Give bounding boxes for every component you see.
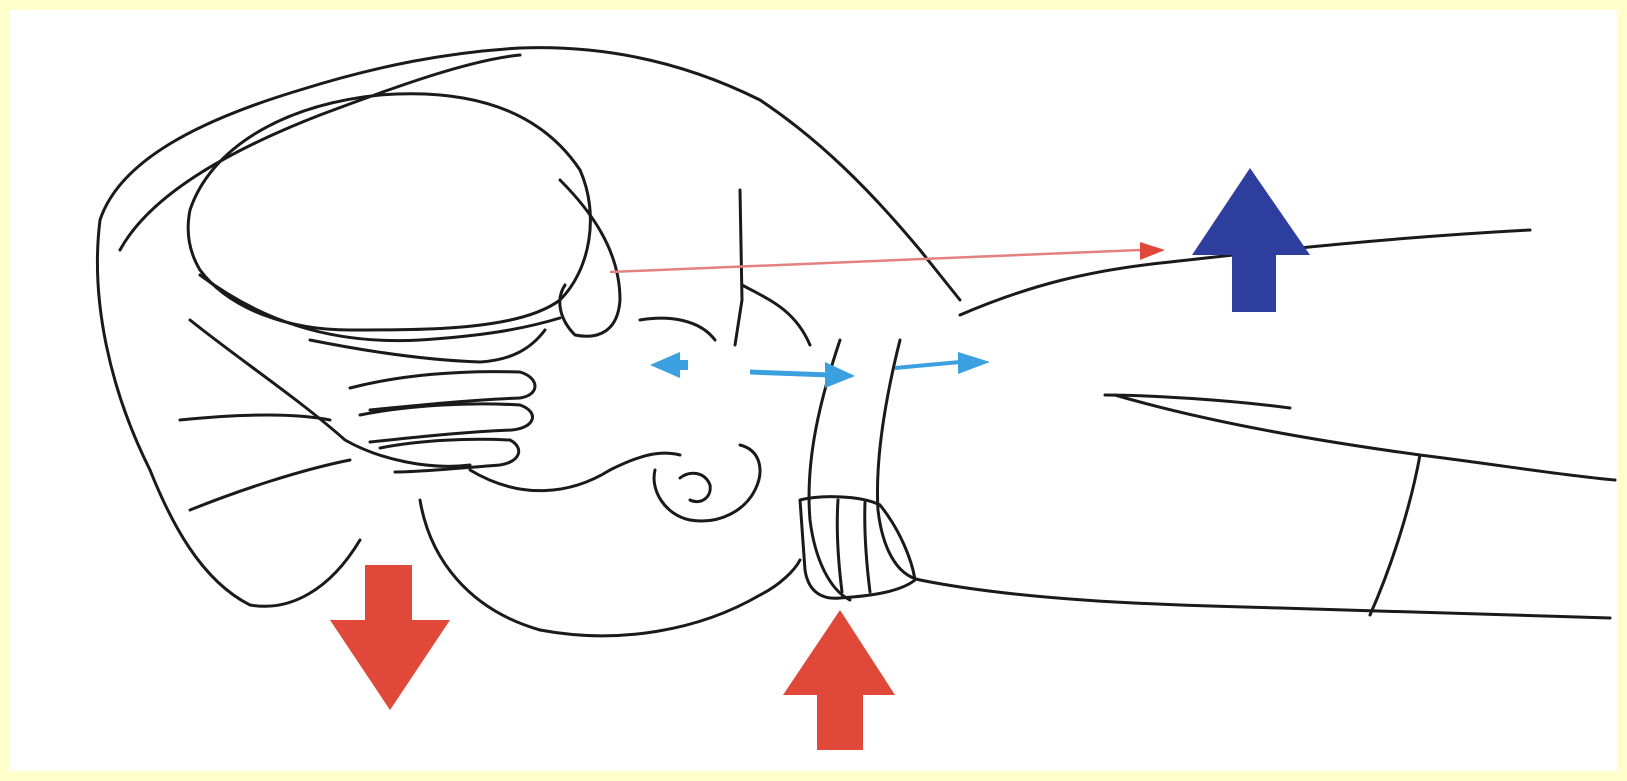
cranium-dome: [188, 94, 590, 330]
maxilla-line: [310, 330, 545, 362]
cervical-back: [877, 340, 920, 580]
jaw-up-arrow: [783, 610, 895, 750]
palm-line: [180, 415, 330, 420]
ear-inner: [680, 473, 710, 501]
lower-hand-outline: [800, 497, 915, 599]
torso-bottom: [920, 580, 1610, 618]
finger-2: [360, 404, 532, 442]
head-outline: [97, 48, 960, 470]
lower-hand-finger-b: [865, 502, 870, 592]
palate-line: [640, 318, 715, 340]
sightline-arrow: [610, 242, 1165, 272]
arm-lower-line: [1115, 395, 1615, 480]
lower-hand-finger-a: [837, 500, 842, 592]
ear-outline: [654, 445, 760, 521]
occiput-contour: [150, 470, 360, 606]
maxilla-detail: [742, 285, 810, 345]
neck-traction-arrow: [1192, 168, 1310, 312]
hand-upper-outline: [190, 320, 470, 466]
mandible-outline: [420, 500, 800, 636]
sleeve-edge: [1370, 455, 1420, 615]
joint-glide-arrows: [650, 352, 990, 388]
jaw-line-upper: [470, 453, 680, 491]
occiput-down-arrow: [330, 565, 450, 710]
hand-lower-outline: [190, 460, 350, 510]
